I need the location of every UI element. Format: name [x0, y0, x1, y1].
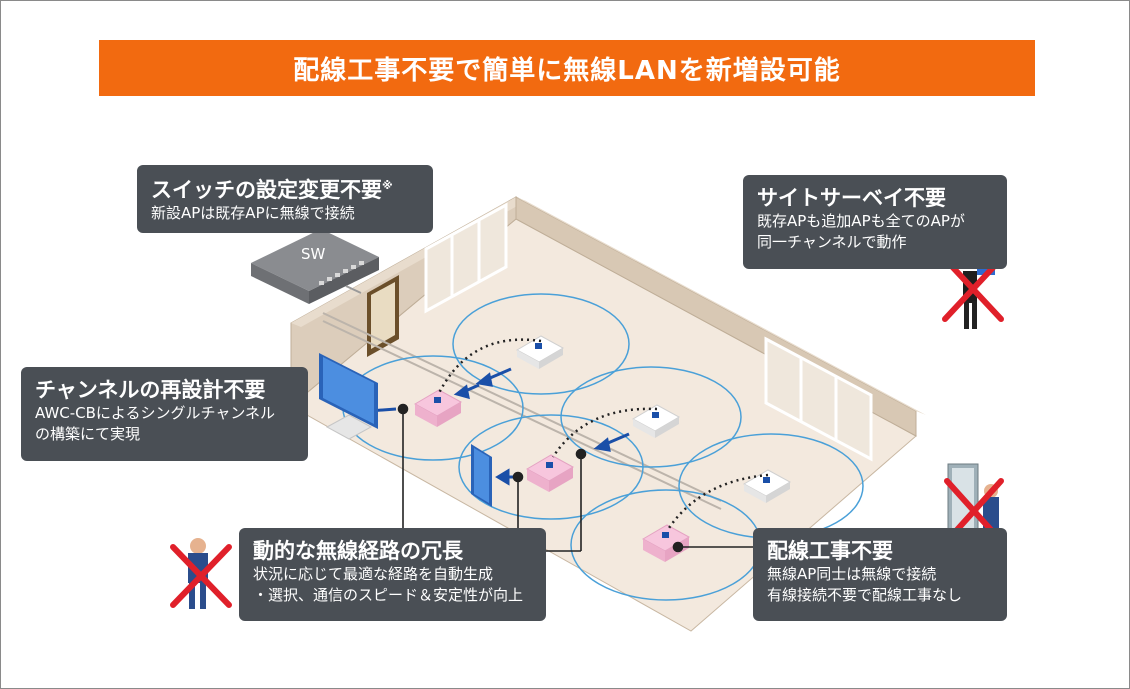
- callout-channel-desc-1: AWC-CBによるシングルチャンネル: [35, 404, 276, 422]
- banner-title: 配線工事不要で簡単に無線LANを新増設可能: [99, 40, 1035, 96]
- window-left: [424, 202, 508, 314]
- wireless-links: [437, 338, 769, 529]
- callout-route-title: 動的な無線経路の冗長: [253, 539, 463, 563]
- callout-switch: スイッチの設定変更不要※ 新設APは既存APに無線で接続: [137, 165, 433, 233]
- callout-route: 動的な無線経路の冗長 状況に応じて最適な経路を自動生成 ・選択、通信のスピード＆…: [239, 528, 546, 621]
- callout-survey-desc-2: 同一チャンネルで動作: [757, 233, 907, 251]
- callout-switch-title: スイッチの設定変更不要※: [151, 178, 393, 202]
- callout-survey-desc-1: 既存APも追加APも全てのAPが: [757, 212, 965, 230]
- tablet-device: [471, 444, 492, 507]
- callout-switch-desc: 新設APは既存APに無線で接続: [151, 204, 355, 222]
- new-ap-1: [413, 389, 463, 427]
- callout-survey: サイトサーベイ不要 既存APも追加APも全てのAPが 同一チャンネルで動作: [743, 175, 1007, 269]
- callout-survey-title: サイトサーベイ不要: [757, 186, 946, 210]
- desktop-monitor: [319, 353, 378, 440]
- callout-channel-desc-2: の構築にて実現: [35, 425, 141, 443]
- callout-wiring-desc-2: 有線接続不要で配線工事なし: [767, 586, 963, 604]
- window-right: [764, 336, 873, 462]
- callout-wiring-title: 配線工事不要: [767, 539, 893, 563]
- coverage-rings: [342, 293, 864, 601]
- callout-channel-title: チャンネルの再設計不要: [35, 378, 266, 402]
- room-wall-top-right: [516, 197, 926, 415]
- cross-icon-survey: [942, 256, 1004, 322]
- callout-connectors: [397, 403, 753, 553]
- new-ap-2: [525, 454, 575, 492]
- network-switch: [251, 229, 379, 304]
- callout-route-desc-1: 状況に応じて最適な経路を自動生成: [253, 565, 494, 583]
- callout-wiring-desc-1: 無線AP同士は無線で接続: [767, 565, 937, 583]
- footnote-mark: ※: [382, 179, 393, 192]
- switch-label: SW: [301, 245, 326, 263]
- callout-wiring: 配線工事不要 無線AP同士は無線で接続 有線接続不要で配線工事なし: [753, 528, 1007, 621]
- callout-channel: チャンネルの再設計不要 AWC-CBによるシングルチャンネル の構築にて実現: [21, 367, 308, 461]
- callout-route-desc-2: ・選択、通信のスピード＆安定性が向上: [253, 586, 524, 604]
- cable-line: [322, 312, 722, 502]
- cross-icon-route: [170, 544, 232, 608]
